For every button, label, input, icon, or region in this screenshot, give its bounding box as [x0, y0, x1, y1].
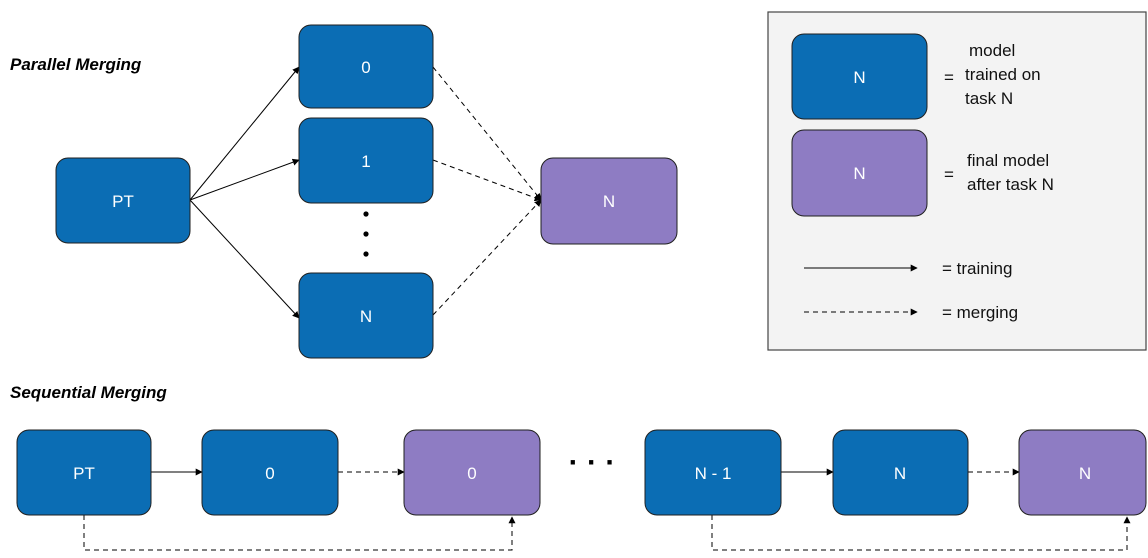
seq-box-label-final-0: 0: [467, 464, 476, 483]
parallel-final-box: [540, 157, 678, 245]
seq-box-label-task-n: N: [894, 464, 906, 483]
seq-box-final-0: [403, 429, 541, 516]
seq-box-label-task-n-minus-1: N - 1: [695, 464, 732, 483]
legend-model-box: [791, 33, 928, 120]
sequential-title: Sequential Merging: [10, 383, 167, 402]
legend-training-label: = training: [942, 259, 1012, 278]
training-arrow-pt-to-1: [189, 158, 300, 201]
seq-merging-bypass-n1-to-finaln: [711, 515, 1131, 551]
legend-final-desc-line1: final model: [967, 151, 1049, 170]
parallel-task-box-1: [298, 117, 434, 204]
parallel-task-label-0: 0: [361, 58, 370, 77]
parallel-task-label-1: 1: [361, 152, 370, 171]
vertical-ellipsis-dot: [363, 211, 369, 217]
parallel-task-box-0: [298, 24, 434, 109]
merging-arrow-0-to-final: [432, 66, 542, 201]
seq-box-final-n: [1018, 429, 1147, 516]
seq-box-label-pt: PT: [73, 464, 95, 483]
merging-arrow-n-to-final: [432, 199, 542, 316]
seq-box-label-final-n: N: [1079, 464, 1091, 483]
legend-final-equals: =: [944, 165, 954, 184]
training-arrow-pt-to-0: [189, 66, 300, 201]
training-arrow-pt-to-n: [189, 199, 300, 319]
parallel-task-label-n: N: [360, 307, 372, 326]
horizontal-ellipsis: · · ·: [569, 446, 616, 479]
legend-merging-label: = merging: [942, 303, 1018, 322]
legend-model-desc-line3: task N: [965, 89, 1013, 108]
legend-model-equals: =: [944, 68, 954, 87]
vertical-ellipsis-dot: [363, 231, 369, 237]
legend-model-desc-line2: trained on: [965, 65, 1041, 84]
parallel-pt-box: [55, 157, 191, 244]
parallel-title: Parallel Merging: [10, 55, 142, 74]
seq-box-task-n-minus-1: [644, 429, 782, 516]
vertical-ellipsis-dot: [363, 251, 369, 257]
seq-box-pt: [16, 429, 152, 516]
legend-model-box-label: N: [853, 68, 865, 87]
parallel-pt-label: PT: [112, 192, 134, 211]
merging-arrow-1-to-final: [432, 159, 542, 202]
parallel-final-label: N: [603, 192, 615, 211]
legend-final-box-label: N: [853, 164, 865, 183]
legend-model-desc-line1: model: [969, 41, 1015, 60]
legend-final-box: [791, 129, 928, 217]
legend-final-desc-line2: after task N: [967, 175, 1054, 194]
seq-box-task-n: [832, 429, 969, 516]
seq-box-label-task-0: 0: [265, 464, 274, 483]
parallel-task-box-n: [298, 272, 434, 359]
seq-box-task-0: [201, 429, 339, 516]
seq-merging-bypass-pt-to-final0: [83, 515, 516, 551]
